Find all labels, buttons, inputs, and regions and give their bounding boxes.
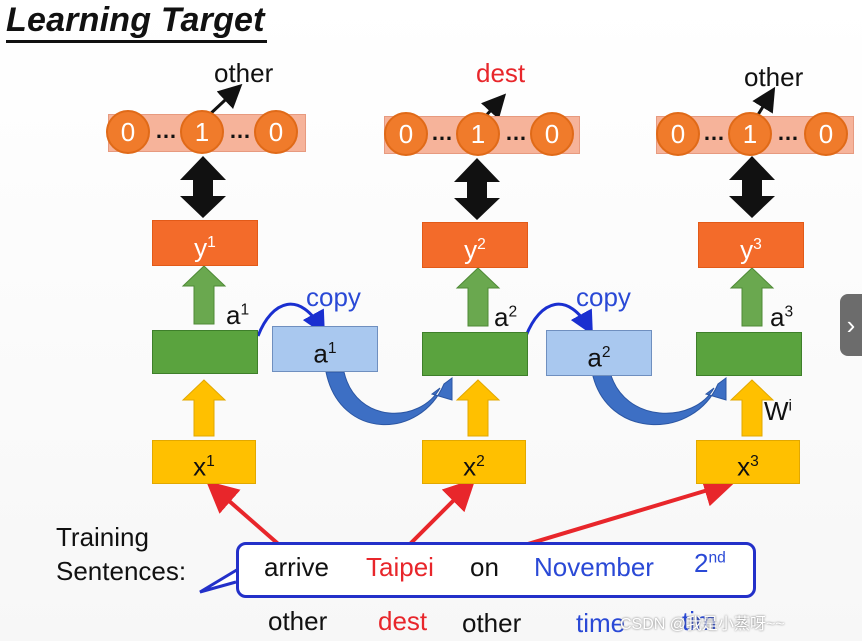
hidden-label-3: a3 [770,302,794,332]
word-label-other-2: other [462,608,522,638]
output-box-3: y3 [698,222,804,268]
sentence-word-arrive: arrive [264,552,330,582]
onehot-dots: … [431,120,453,145]
input-box-3: x3 [696,440,800,484]
hidden-box-3 [696,332,802,376]
copy-box-2: a2 [546,330,652,376]
onehot-dots: … [777,120,799,145]
copy-arrow-2 [524,302,593,337]
output-box-1: y1 [152,220,258,266]
side-panel-toggle[interactable]: › [840,294,862,356]
double-arrow-2 [454,158,500,220]
word-label-dest: dest [378,606,428,636]
onehot-dots: … [505,120,527,145]
onehot-cell: 0 [254,110,298,154]
copy-box-1: a1 [272,326,378,372]
chevron-right-icon: › [846,310,856,340]
onehot-cell: 0 [384,112,428,156]
up-arrow-green-3 [729,267,775,327]
double-arrow-1 [180,156,226,218]
onehot-cell-active: 1 [728,112,772,156]
input-box-1: x1 [152,440,256,484]
watermark: CSDN @我是小蒸呀~~ [620,616,785,633]
weight-label: Wi [764,396,793,426]
page-title: Learning Target [6,0,267,43]
copy-label-1: copy [306,282,361,312]
input-box-2: x2 [422,440,526,484]
onehot-cell-active: 1 [456,112,500,156]
training-label: Training Sentences: [56,522,187,586]
onehot-cell: 0 [804,112,848,156]
onehot-cell-active: 1 [180,110,224,154]
recurrent-arrow-1 [325,371,453,426]
copy-label-2: copy [576,282,631,312]
target-label-3: other [744,62,804,92]
target-label-1: other [214,58,274,88]
up-arrow-yellow-3 [729,379,775,437]
onehot-dots: … [229,118,251,143]
output-box-2: y2 [422,222,528,268]
word-label-other-1: other [268,606,328,636]
onehot-cell: 0 [656,112,700,156]
hidden-box-2 [422,332,528,376]
up-arrow-green-1 [181,265,227,325]
double-arrow-3 [729,156,775,218]
hidden-box-1 [152,330,258,374]
recurrent-arrow-2 [591,371,727,426]
target-pointer-1 [206,83,243,118]
onehot-cell: 0 [530,112,574,156]
sentence-word-2nd: 2nd [694,548,726,578]
sentence-bubble [236,542,756,598]
word-label-tim: tim [682,606,717,636]
onehot-dots: … [155,118,177,143]
sentence-word-taipei: Taipei [366,552,434,582]
onehot-cell: 0 [106,110,150,154]
onehot-dots: … [703,120,725,145]
sentence-word-november: November [534,552,654,582]
word-label-time: time [576,608,626,638]
bubble-tail [199,566,241,594]
sentence-word-on: on [470,552,499,582]
up-arrow-yellow-1 [181,379,227,437]
hidden-label-2: a2 [494,302,518,332]
copy-arrow-1 [256,302,325,337]
up-arrow-green-2 [455,267,501,327]
hidden-label-1: a1 [226,300,250,330]
target-label-2: dest [476,58,526,88]
up-arrow-yellow-2 [455,379,501,437]
